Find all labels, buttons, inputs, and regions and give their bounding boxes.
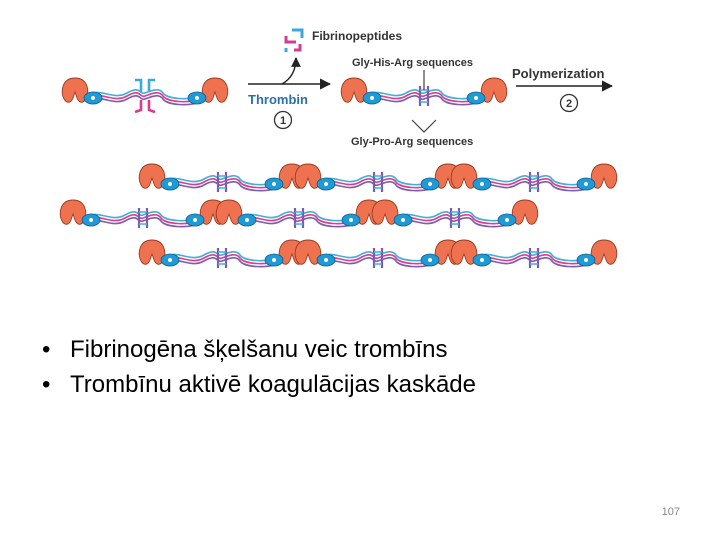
fibrinopeptide-a — [135, 78, 155, 92]
fibrin-monomer-unit — [371, 199, 539, 228]
fibrinopeptides-label: Fibrinopeptides — [312, 29, 402, 43]
bullet-item: Fibrinogēna šķelšanu veic trombīns — [36, 332, 476, 367]
fibrinogen-molecule — [61, 77, 229, 114]
fibrin-polymer-row-2 — [59, 199, 539, 228]
fibrin-monomer-unit — [450, 239, 618, 268]
svg-text:1: 1 — [280, 115, 286, 127]
gly-pro-arg-pointer — [411, 119, 437, 133]
fibrin-monomer — [340, 77, 508, 106]
fibrin-monomer-unit — [138, 163, 306, 192]
svg-text:2: 2 — [566, 98, 572, 110]
fibrinopeptide-b — [134, 100, 156, 114]
thrombin-label: Thrombin — [248, 92, 308, 107]
fibrin-monomer-unit — [138, 239, 306, 268]
fibrin-monomer-unit — [294, 239, 462, 268]
fibrinopeptide-release-arrow — [281, 57, 301, 85]
bullet-item: Trombīnu aktivē koagulācijas kaskāde — [36, 367, 476, 402]
fibrinopeptides-icon — [284, 28, 304, 52]
fibrin-monomer-unit — [450, 163, 618, 192]
gly-his-arg-label: Gly-His-Arg sequences — [352, 57, 473, 69]
fibrin-monomer-unit — [59, 199, 227, 228]
polymerization-label: Polymerization — [512, 66, 605, 81]
step-1-badge: 1 — [273, 110, 293, 130]
fibrin-polymer-row-3 — [138, 239, 618, 268]
fibrin-monomer-unit — [294, 163, 462, 192]
fibrin-polymerization-diagram: Fibrinopeptides Thrombin 1 Gly-His-Arg s… — [59, 28, 618, 268]
fibrin-polymer-row-1 — [138, 163, 618, 192]
gly-pro-arg-label: Gly-Pro-Arg sequences — [351, 136, 473, 148]
step-2-badge: 2 — [559, 93, 579, 113]
bullet-list: Fibrinogēna šķelšanu veic trombīns Tromb… — [36, 332, 476, 402]
fibrin-monomer-unit — [215, 199, 383, 228]
page-number: 107 — [661, 506, 680, 518]
